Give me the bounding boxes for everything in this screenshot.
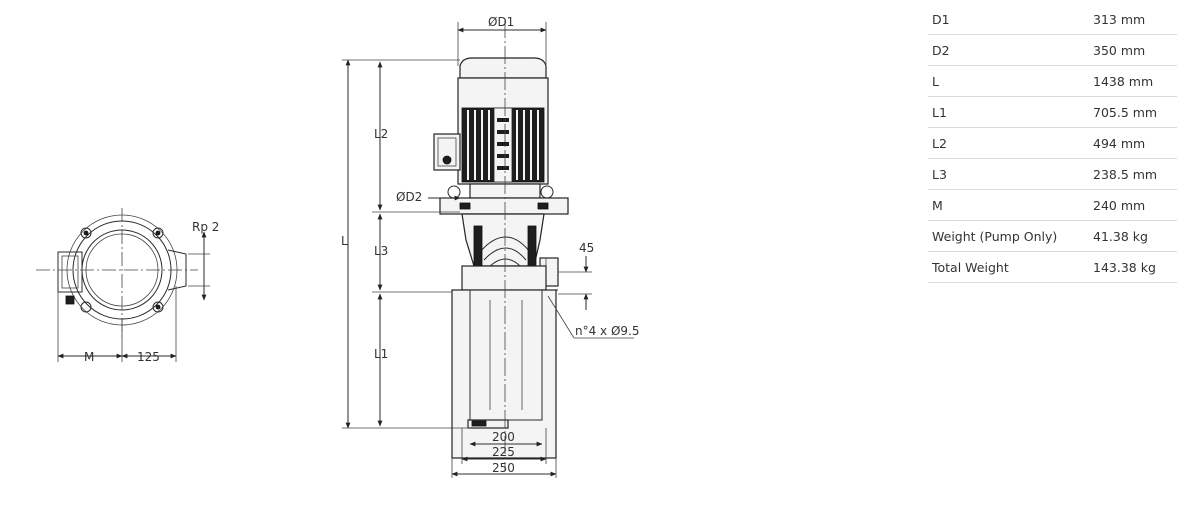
spec-value: 494 mm xyxy=(1089,127,1177,159)
dim-label-d1: ØD1 xyxy=(488,15,514,29)
spec-label: L3 xyxy=(928,158,1089,190)
spec-label: Total Weight xyxy=(928,251,1089,283)
spec-row: D1 313 mm xyxy=(928,4,1177,35)
spec-table: D1 313 mm D2 350 mm L 1438 mm L1 705.5 m… xyxy=(928,4,1177,283)
dim-label-l2: L2 xyxy=(374,127,388,141)
spec-row: Weight (Pump Only) 41.38 kg xyxy=(928,220,1177,252)
spec-label: Weight (Pump Only) xyxy=(928,220,1089,252)
spec-value: 1438 mm xyxy=(1089,65,1177,97)
spec-value: 313 mm xyxy=(1089,4,1177,35)
pump-dimension-drawing: Rp 2 M 125 xyxy=(36,15,640,478)
spec-value: 143.38 kg xyxy=(1089,251,1177,283)
spec-label: L1 xyxy=(928,96,1089,128)
dim-label-m: M xyxy=(84,350,94,364)
spec-value: 705.5 mm xyxy=(1089,96,1177,128)
dim-label-45: 45 xyxy=(579,241,594,255)
side-view xyxy=(342,20,634,478)
spec-value: 41.38 kg xyxy=(1089,220,1177,252)
dim-label-rp2: Rp 2 xyxy=(192,220,219,234)
spec-row: L 1438 mm xyxy=(928,65,1177,97)
dim-label-200: 200 xyxy=(492,430,515,444)
spec-label: L2 xyxy=(928,127,1089,159)
spec-label: M xyxy=(928,189,1089,221)
dim-label-l1: L1 xyxy=(374,347,388,361)
spec-row: L1 705.5 mm xyxy=(928,96,1177,128)
dim-label-holes: n°4 x Ø9.5 xyxy=(575,324,640,338)
spec-value: 350 mm xyxy=(1089,34,1177,66)
spec-value: 240 mm xyxy=(1089,189,1177,221)
spec-label: L xyxy=(928,65,1089,97)
spec-label: D1 xyxy=(928,4,1089,35)
top-view xyxy=(36,208,210,362)
dim-label-250: 250 xyxy=(492,461,515,475)
dim-label-225: 225 xyxy=(492,445,515,459)
dim-label-l: L xyxy=(341,234,348,248)
spec-row: D2 350 mm xyxy=(928,34,1177,66)
spec-value: 238.5 mm xyxy=(1089,158,1177,190)
dim-label-l3: L3 xyxy=(374,244,388,258)
spec-row: Total Weight 143.38 kg xyxy=(928,251,1177,283)
dim-label-d2: ØD2 xyxy=(396,190,422,204)
spec-row: L2 494 mm xyxy=(928,127,1177,159)
spec-row: L3 238.5 mm xyxy=(928,158,1177,190)
spec-row: M 240 mm xyxy=(928,189,1177,221)
spec-label: D2 xyxy=(928,34,1089,66)
dim-label-125: 125 xyxy=(137,350,160,364)
